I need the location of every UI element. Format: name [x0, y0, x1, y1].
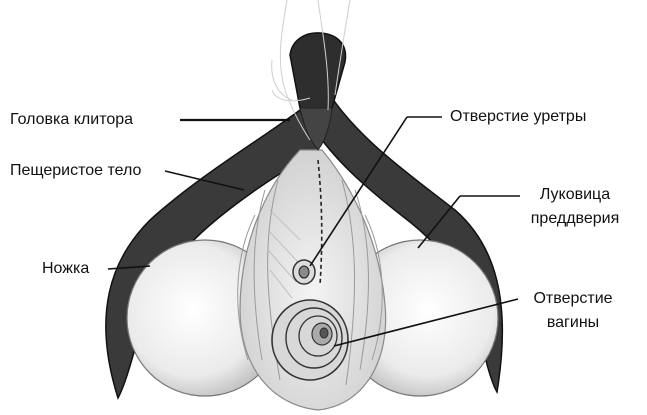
- urethra-opening: [292, 259, 316, 285]
- label-crus: Ножка: [42, 260, 90, 277]
- shaft-shape: [299, 107, 333, 151]
- crus-right-shape: [321, 93, 504, 395]
- leader-lines: [107, 116, 520, 347]
- label-vagina-line1: Отверстие: [533, 290, 613, 307]
- label-vagina-line2: вагины: [546, 314, 600, 331]
- crus-left-shape: [105, 108, 319, 400]
- label-bulb-line1: Луковица: [539, 186, 611, 203]
- label-bulb-line2: преддверия: [530, 210, 620, 227]
- label-urethral-opening: Отверстие уретры: [450, 108, 587, 125]
- glans-shape: [289, 32, 347, 112]
- label-cavernous-body: Пещеристое тело: [10, 162, 142, 179]
- vaginal-opening: [271, 299, 349, 381]
- label-glans: Головка клитора: [10, 111, 134, 128]
- overlay-strands: [271, 0, 351, 141]
